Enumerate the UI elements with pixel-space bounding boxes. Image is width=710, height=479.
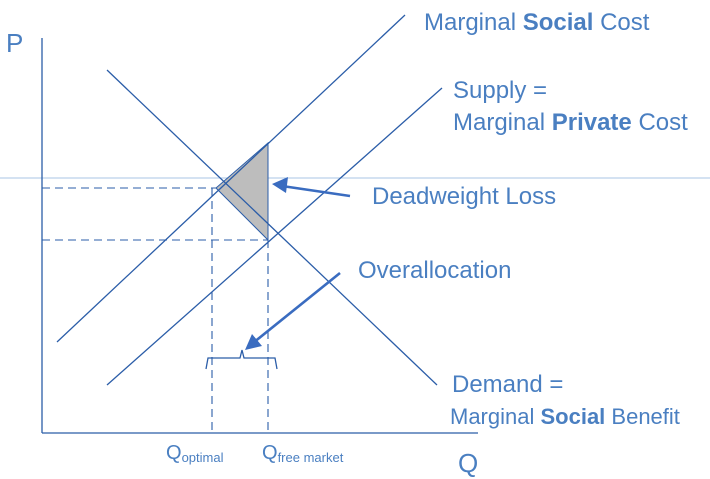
demand-label-line2: Marginal Social Benefit (450, 404, 680, 429)
supply-label-bold: Private (552, 109, 632, 136)
marginal-social-cost-line (56, 14, 406, 343)
deadweight-loss-label: Deadweight Loss (372, 183, 556, 210)
demand-label-line1: Demand = (452, 371, 563, 398)
overallocation-bracket (205, 349, 278, 370)
q-free-market-main: Q (262, 442, 278, 464)
deadweight-loss-arrow-head (272, 177, 288, 193)
overallocation-label: Overallocation (358, 257, 511, 284)
supply-line (106, 87, 443, 386)
q-axis-label: Q (458, 448, 478, 478)
supply-label-suffix: Cost (632, 109, 688, 136)
msc-label-prefix: Marginal (424, 9, 523, 36)
demand-line (106, 69, 438, 386)
overallocation-arrow-head (245, 334, 262, 350)
q-optimal-sub: optimal (182, 450, 224, 465)
q-optimal-label: Qoptimal (166, 442, 224, 465)
p-axis-label: P (6, 28, 23, 58)
msc-label-bold: Social (523, 9, 594, 36)
demand-label-prefix: Marginal (450, 404, 540, 429)
supply-label-line1: Supply = (453, 77, 547, 104)
overallocation-arrow-shaft (252, 271, 341, 345)
demand-label-bold: Social (540, 404, 605, 429)
msc-label-suffix: Cost (593, 9, 649, 36)
q-free-market-sub: free market (278, 450, 344, 465)
deadweight-loss-area (215, 141, 269, 242)
deadweight-loss-arrow-shaft (281, 184, 351, 198)
q-optimal-main: Q (166, 442, 182, 464)
marginal-social-cost-label: Marginal Social Cost (424, 9, 650, 36)
demand-label-suffix: Benefit (605, 404, 680, 429)
supply-label-prefix: Marginal (453, 109, 552, 136)
supply-label-line2: Marginal Private Cost (453, 109, 688, 136)
q-free-market-label: Qfree market (262, 442, 344, 465)
